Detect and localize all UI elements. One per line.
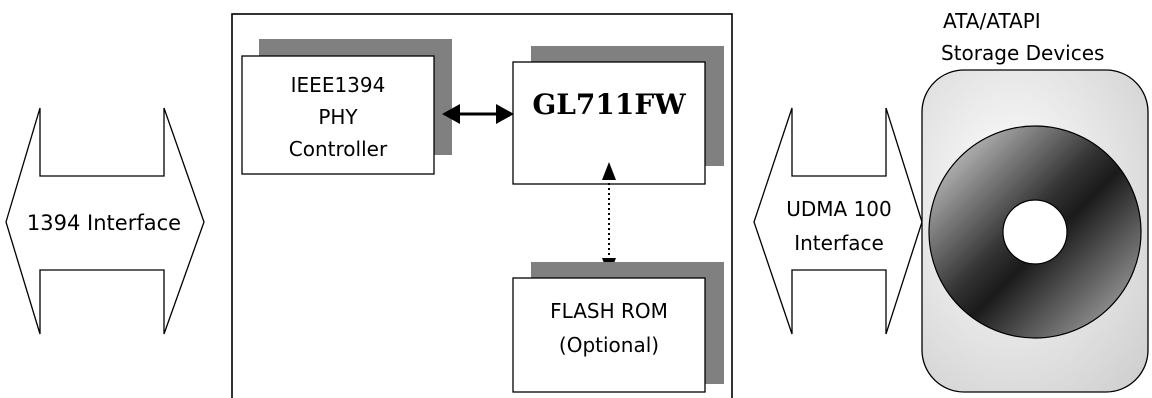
gl711fw-label: GL711FW	[532, 88, 686, 121]
phy-chip-arrow	[442, 104, 514, 124]
storage-title-line1: ATA/ATAPI	[943, 9, 1041, 33]
gl711fw-block: GL711FW	[512, 46, 724, 185]
flash-rom-line2: (Optional)	[559, 333, 659, 357]
phy-controller-line1: IEEE1394	[291, 73, 386, 97]
flash-rom-box	[512, 277, 706, 393]
phy-controller-box	[241, 55, 435, 175]
phy-controller-block: IEEE1394 PHY Controller	[241, 39, 452, 175]
disc-hub	[1002, 199, 1068, 265]
udma-interface-line2: Interface	[794, 231, 884, 255]
udma-interface-line1: UDMA 100	[786, 197, 892, 221]
storage-device	[921, 69, 1149, 393]
storage-title-line2: Storage Devices	[941, 41, 1104, 65]
interface-1394-label: 1394 Interface	[27, 211, 181, 235]
flash-rom-line1: FLASH ROM	[550, 299, 668, 323]
flash-rom-block: FLASH ROM (Optional)	[512, 262, 724, 393]
interface-1394-arrow: 1394 Interface	[5, 107, 205, 335]
udma-interface-arrow: UDMA 100 Interface	[753, 107, 923, 335]
phy-controller-line3: Controller	[289, 137, 388, 161]
phy-controller-line2: PHY	[318, 105, 358, 129]
